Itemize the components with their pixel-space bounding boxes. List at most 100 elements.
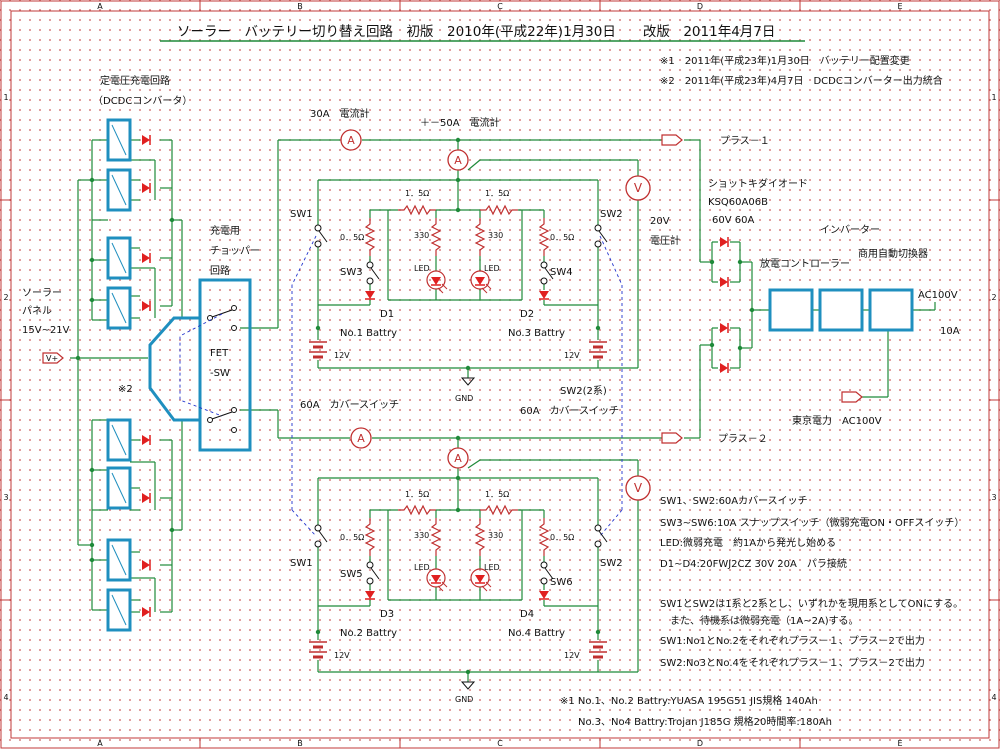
note-line: SW1とSW2は1系と2系とし、いずれかを現用系としてONにする。 [660,598,963,610]
dcdc-converters [106,118,132,632]
row-label-left: 4 [3,693,8,702]
ammeter-50a-lower-icon: A [454,452,462,465]
battery-no4-voltage: 12V [564,651,580,660]
frame-labels: A B C D E A B C D E 1 2 3 4 1 2 3 4 [3,2,996,748]
battery-no3-voltage: 12V [564,351,580,360]
led-lower-left: LED [414,563,430,572]
col-label-bottom: C [497,739,503,748]
row-label-left: 1 [3,93,8,102]
gnd-label-lower: GND [455,695,473,704]
cover-switch-right-label: 60A カバースイッチ [520,405,619,417]
voltmeter-icon: V [634,181,643,195]
tepco-label: 東京電力 AC100V [792,414,882,427]
d2-label: D2 [520,309,534,320]
led-upper-left: LED [414,264,430,273]
note-line: SW3~SW6:10A スナップスイッチ（微弱充電ON・OFFスイッチ） [660,516,964,529]
led-lower-right: LED [484,563,500,572]
battery-note: ※1 No.1、No.2 Battry:YUASA 195G51 JIS規格 1… [560,694,818,707]
r330-upper-right: 330 [488,231,503,240]
sw5-label: SW5 [340,569,363,580]
col-label-bottom: E [897,739,902,748]
fet-label: -SW [210,368,230,379]
chopper-label: 充電用 [210,224,240,237]
r15-lower-right: 1．5Ω [485,490,509,499]
ac100v-label: AC100V [918,290,958,301]
r05-upper-left: 0．5Ω [340,233,364,242]
discharge-controller-label: 放電コントローラー [760,257,850,270]
col-label-top: E [897,2,902,11]
row-label-right: 1 [991,93,996,102]
dcdc-merge-bus [148,316,202,422]
note-line: SW2:No3とNo.4をそれぞれプラス－１、プラス－2で出力 [660,656,925,669]
dashed-linkage [179,235,623,537]
plus-2-label: プラス－２ [718,433,768,445]
sw1-lower-label: SW1 [290,558,313,569]
row-label-right: 4 [991,693,996,702]
battery-no2-label: No.2 Battry [340,628,397,639]
r15-lower-left: 1．5Ω [405,490,429,499]
sw2-system-label: SW2(2系) [560,385,607,397]
row-label-left: 3 [3,493,8,502]
revision-1: ※1 2011年(平成23年)1月30日 バッテリー配置変更 [660,54,910,67]
col-label-top: A [97,2,103,11]
chopper-label: チョッパー [210,245,260,257]
d1-label: D1 [380,309,394,320]
d3-label: D3 [380,609,394,620]
output-current-label: 10A [940,326,960,337]
note-line: LED:微弱充電 約1Aから発光し始める [660,536,836,549]
sw3-label: SW3 [340,267,363,278]
output-equipment [768,288,914,332]
ammeter-50a-label: ＋－50A 電流計 [420,116,500,129]
sw2-upper-label: SW2 [600,209,623,220]
sw6-label: SW6 [550,577,573,588]
schottky-part: KSQ60A06B [708,197,768,208]
plus-1-label: プラス－１ [720,135,770,147]
battery-note: No.3、No4 Battry:Trojan J185G 規格20時間率:180… [578,715,832,728]
ammeter-30a-lower-icon: A [357,432,365,445]
battery-no1-voltage: 12V [334,351,350,360]
note-2-marker: ※2 [118,384,133,395]
col-label-top: C [497,2,503,11]
r05-lower-left: 0．5Ω [340,533,364,542]
col-label-bottom: A [97,739,103,748]
fet-switch-block [198,278,252,452]
solar-voltage: 15V~21V [22,325,70,336]
battery-no2-voltage: 12V [334,651,350,660]
d4-label: D4 [520,609,534,620]
charger-title: 定電圧充電回路 [100,74,170,87]
r330-lower-right: 330 [488,531,503,540]
solar-label: パネル [22,305,52,317]
note-line: SW1:No1とNo.2をそれぞれプラス－１、プラス－2で出力 [660,634,925,647]
row-label-right: 3 [991,493,996,502]
col-label-top: B [297,2,303,11]
charger-subtitle: （DCDCコンバータ） [93,95,192,107]
voltmeter-label: 電圧計 [650,234,680,247]
junction-dots [75,137,755,675]
inverter-label: インバーター [820,224,880,236]
row-label-left: 2 [3,293,8,302]
note-line: SW1、SW2:60Aカバースイッチ [660,495,808,507]
note-line: また、待機系は微弱充電（1A~2A)する。 [660,614,859,627]
battery-no1-label: No.1 Battry [340,328,397,339]
col-label-top: D [697,2,703,11]
revision-2: ※2 2011年(平成23年)4月7日 DCDCコンバーター出力統合 [660,74,943,87]
meter-letters: A A A A V V [347,134,643,495]
r330-lower-left: 330 [414,531,429,540]
battery-no3-label: No.3 Battry [508,328,565,339]
sw1-upper-label: SW1 [290,209,313,220]
meters [340,129,651,501]
voltmeter-lower-icon: V [634,481,643,495]
ground-symbols [461,377,475,690]
fet-label: FET [210,348,229,359]
leds [426,270,492,592]
auto-switch-label: 商用自動切換器 [858,247,928,260]
col-label-bottom: B [297,739,303,748]
r05-lower-right: 0．5Ω [550,533,574,542]
schottky-rating: 60V 60A [712,215,754,226]
ammeter-50a-icon: A [454,154,462,167]
note-line: D1~D4:20FWJ2CZ 30V 20A パラ接続 [660,557,847,570]
resistors [365,205,549,557]
